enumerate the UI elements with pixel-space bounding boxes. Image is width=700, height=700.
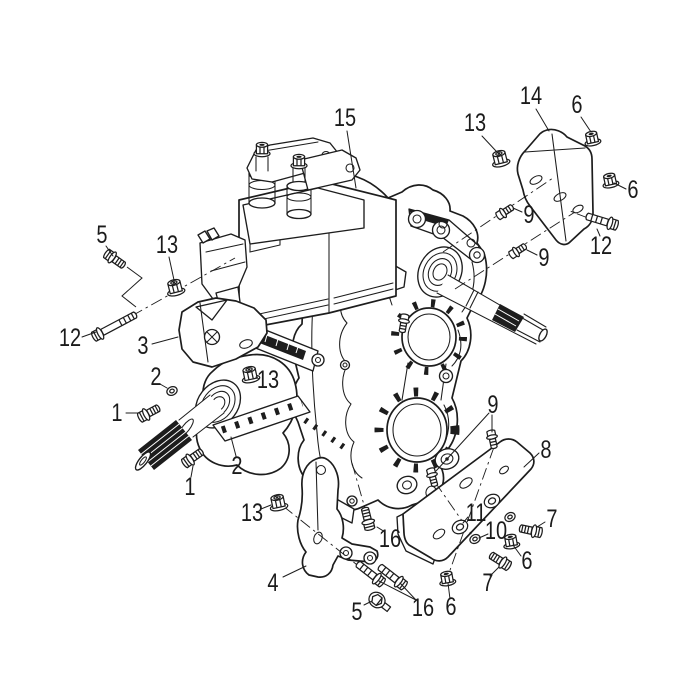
leader-line-11 — [462, 516, 469, 524]
center-line — [569, 210, 589, 219]
callout-7: 7 — [546, 505, 557, 533]
nut-13a — [164, 277, 187, 299]
leader-line-3 — [151, 336, 179, 345]
nut-6a — [582, 129, 603, 148]
callout-16: 16 — [379, 525, 401, 553]
leader-line-2 — [159, 383, 168, 389]
nut-6c — [437, 569, 457, 588]
leader-line-9 — [435, 412, 490, 472]
nut-13d — [489, 148, 512, 170]
callout-10: 10 — [485, 517, 507, 545]
callout-13: 13 — [156, 231, 178, 259]
leader-line-10 — [478, 533, 489, 539]
callout-16: 16 — [412, 594, 434, 622]
leader-line-15 — [346, 130, 357, 189]
callout-6: 6 — [571, 91, 582, 119]
leader-line-13 — [481, 135, 497, 152]
leader-line-6 — [580, 116, 592, 133]
center-line — [282, 505, 367, 573]
leader-lines-layer — [81, 108, 627, 606]
callout-15: 15 — [334, 104, 356, 132]
bracket-14 — [516, 128, 594, 246]
leader-line-7 — [536, 521, 546, 528]
callout-13: 13 — [464, 109, 486, 137]
center-line — [121, 266, 143, 308]
leader-line-16 — [378, 580, 417, 601]
mount-plate-8 — [396, 438, 535, 565]
leader-line-5 — [105, 245, 114, 257]
leader-line-1 — [190, 465, 194, 478]
bolt-16a — [357, 505, 378, 533]
bolt-1a — [135, 401, 163, 425]
bolt-7a — [517, 521, 544, 540]
callout-6: 6 — [521, 547, 532, 575]
leader-line-14 — [535, 108, 550, 132]
gearbox-assembly-illustration — [134, 137, 548, 524]
callout-13: 13 — [257, 366, 279, 394]
leader-line-12 — [81, 331, 97, 338]
washer-2a — [164, 384, 180, 398]
callout-7: 7 — [482, 569, 493, 597]
leader-line-6 — [512, 544, 522, 557]
bracket-3 — [178, 297, 268, 368]
callout-12: 12 — [59, 324, 81, 352]
callout-5: 5 — [351, 598, 362, 626]
callout-13: 13 — [241, 499, 263, 527]
callout-9: 9 — [538, 244, 549, 272]
callout-6: 6 — [627, 176, 638, 204]
callout-6: 6 — [445, 593, 456, 621]
callout-8: 8 — [540, 436, 551, 464]
callout-12: 12 — [590, 232, 612, 260]
callout-9: 9 — [487, 391, 498, 419]
callout-2: 2 — [231, 452, 242, 480]
bolt-12b — [583, 209, 621, 233]
washer-10a — [467, 532, 483, 546]
callout-11: 11 — [466, 499, 487, 527]
leader-line-13 — [260, 504, 272, 510]
nut-6b — [600, 171, 621, 190]
leader-line-4 — [282, 565, 307, 578]
leader-line-16 — [399, 582, 417, 601]
callout-3: 3 — [137, 332, 148, 360]
callout-5: 5 — [96, 221, 107, 249]
leader-line-9 — [526, 249, 538, 256]
leader-line-12 — [596, 228, 601, 237]
callout-1: 1 — [111, 399, 122, 427]
callout-2: 2 — [150, 363, 161, 391]
leader-line-2 — [230, 436, 237, 457]
leader-line-8 — [523, 452, 540, 468]
leader-line-5 — [363, 600, 373, 606]
leader-line-6 — [613, 182, 627, 190]
callout-4: 4 — [267, 569, 278, 597]
leader-line-9 — [512, 207, 523, 213]
leader-line-6 — [447, 582, 451, 600]
leader-line-13 — [255, 376, 260, 380]
leader-line-13 — [168, 256, 175, 281]
bracket-4 — [296, 456, 379, 578]
leader-line-16 — [376, 526, 386, 533]
callout-1: 1 — [184, 473, 195, 501]
callout-14: 14 — [520, 82, 542, 110]
leader-line-7 — [489, 566, 500, 577]
bolt-12a — [89, 308, 140, 344]
nut-13c — [267, 492, 290, 513]
callout-9: 9 — [523, 201, 534, 229]
bolt-5a — [101, 246, 129, 272]
